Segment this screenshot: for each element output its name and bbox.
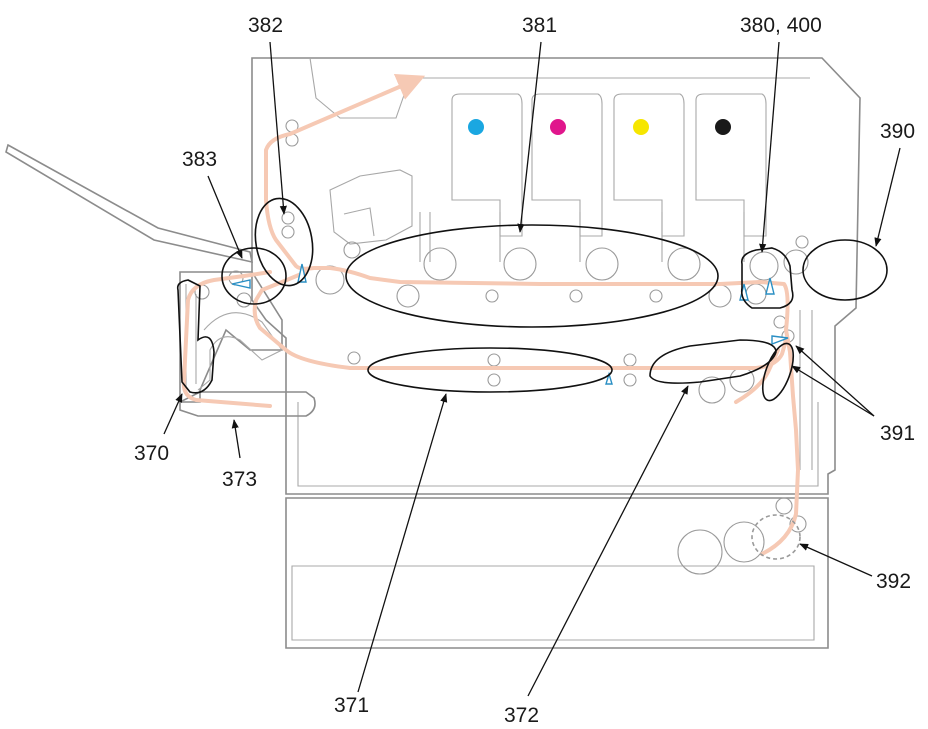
duplex-roller [623,373,637,387]
rollers [194,119,809,575]
sensor-flag [231,279,251,289]
exit-roller [281,211,295,225]
toner-cartridges [329,93,767,262]
zone-370-outline [176,279,215,394]
drum-roller [423,247,457,281]
duplex-roller [487,373,501,387]
paper-path-main [264,74,800,556]
paper-path-mp [181,270,272,408]
zone-383-ellipse [221,247,287,305]
zone-380-outline [740,247,794,309]
leader-370 [163,393,183,435]
leader-lines [163,41,901,697]
magenta-cartridge [531,93,603,237]
zone-391-ellipse [761,342,795,402]
printer-body [5,57,861,649]
label-391: 391 [880,422,915,445]
small-roller [569,289,583,303]
small-roller [485,289,499,303]
label-382: 382 [248,14,283,37]
small-roller [649,289,663,303]
zone-381-ellipse [345,224,719,328]
fuser-roller [749,251,779,281]
duplex-roller [487,353,501,367]
leader-390 [874,147,901,247]
leader-392 [799,543,873,577]
lower-bay-inner [297,402,819,487]
small-roller [343,241,361,259]
zone-392-dashed [751,514,801,560]
leader-372 [527,385,689,697]
label-381: 381 [522,14,557,37]
black-toner-dot [715,119,731,135]
callout-labels: 382 381 380, 400 390 383 370 373 391 392… [134,14,915,727]
zone-382-ellipse [254,197,314,287]
mp-tray-outline [179,391,316,417]
paper-path [181,74,800,556]
fuser-roller [783,249,809,275]
leader-382 [269,41,287,215]
leader-381 [517,41,542,233]
leader-373 [231,419,241,459]
top-cover-inner [309,57,810,119]
label-373: 373 [222,468,257,491]
leader-391-b [795,345,875,417]
left-side-cover [179,271,283,403]
label-390: 390 [880,120,915,143]
sensors [231,263,789,385]
yellow-cartridge [613,93,685,237]
drum-stems [419,212,745,262]
cyan-cartridge [451,93,523,237]
label-371: 371 [334,694,369,717]
yellow-toner-dot [633,119,649,135]
drum-roller [503,247,537,281]
sensor-flag [765,277,775,295]
black-cartridge [695,93,767,237]
fuser-roller [795,235,809,249]
drum-roller [667,247,701,281]
duplex-roller [623,353,637,367]
label-372: 372 [504,704,539,727]
stacker-arm [5,143,254,264]
label-380-400: 380, 400 [740,14,822,37]
magenta-toner-dot [550,119,566,135]
small-roller [396,284,420,308]
paper-tray-inner [291,565,815,641]
sensor-flag [771,335,789,346]
duplex-roller [347,351,361,365]
main-housing-outline [251,57,861,495]
leader-383 [207,175,243,259]
sensor-flag [605,371,613,385]
tray-roller [723,521,765,563]
tray-roller [775,497,793,515]
tray-roller [789,515,807,533]
front-cover-inner [799,310,813,470]
paper-path-duplex [252,270,788,370]
paper-path-duplex-return [734,348,780,404]
fuser-roller [745,283,767,305]
label-383: 383 [182,148,217,171]
leader-391-a [791,365,875,417]
duplex-guide [197,312,283,391]
zone-371-ellipse [367,347,613,393]
tray-roller [677,529,723,575]
zone-372-outline [649,339,777,384]
zones [176,197,888,560]
exit-roller [281,225,295,239]
label-370: 370 [134,442,169,465]
label-392: 392 [876,570,911,593]
zone-390-ellipse [802,239,888,301]
drum-roller [585,247,619,281]
leader-380 [759,41,780,253]
feed-roller [773,315,787,329]
paper-tray-outline [285,497,829,649]
feed-roller [698,376,726,404]
leader-371 [357,393,448,693]
left-unit-sketch [329,169,413,245]
cyan-toner-dot [468,119,484,135]
